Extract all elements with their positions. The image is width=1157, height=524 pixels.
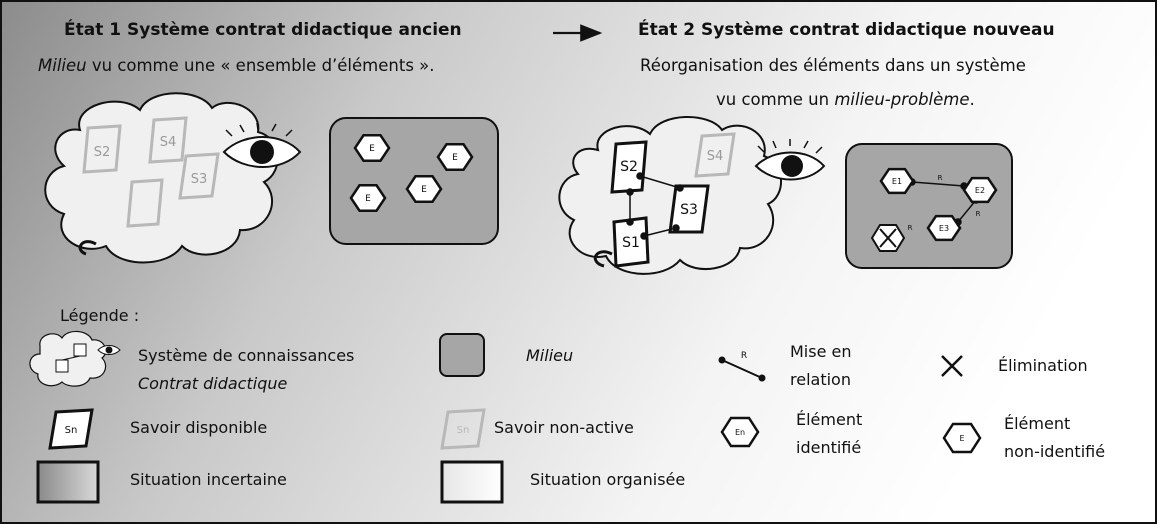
- state1-savoir-s3: [178, 152, 220, 200]
- state2-element-e3-label: E3: [939, 224, 949, 233]
- legend-element-identifie-line1: Élément: [796, 410, 863, 429]
- legend-savoir-non-active: Savoir non-active: [494, 418, 634, 437]
- legend-e-label: E: [959, 434, 964, 443]
- state2-savoir-s4: [694, 132, 736, 178]
- state2-relation-label-3: R: [908, 224, 913, 232]
- state2-line3: vu comme un milieu-problème.: [716, 90, 975, 109]
- legend-milieu-icon: [439, 333, 485, 377]
- legend-situation-organisee: Situation organisée: [530, 470, 686, 489]
- state1-subtitle-rest: vu comme une « ensemble d’éléments ».: [86, 56, 435, 75]
- legend-connaissances: Système de connaissances: [138, 346, 355, 365]
- state1-element-2: E: [436, 143, 474, 171]
- legend-element-non-identifie-line1: Élément: [1004, 414, 1071, 433]
- legend-situation-organisee-icon: [440, 460, 504, 504]
- legend-relation: relation: [790, 370, 851, 389]
- state2-milieu-box: [845, 143, 1013, 269]
- state2-title: État 2 Système contrat didactique nouvea…: [638, 20, 1055, 40]
- legend-contrat: Contrat didactique: [138, 374, 288, 393]
- legend-r-label: R: [741, 351, 747, 361]
- state2-element-e1-label: E1: [892, 177, 902, 186]
- state2-eliminated-element: [870, 224, 906, 252]
- state1-savoir-s2: [82, 124, 122, 174]
- legend-elimination: Élimination: [998, 356, 1088, 375]
- state1-element-3: E: [349, 184, 387, 212]
- state2-s4-label: S4: [707, 149, 724, 164]
- state1-savoir-faded: [126, 178, 164, 228]
- state2-savoir-s3: [668, 184, 710, 234]
- legend-savoir-non-active-icon: [440, 408, 486, 450]
- state1-element-1-label: E: [369, 144, 375, 154]
- state2-savoir-s1: [612, 216, 650, 268]
- state1-elements: E E E E: [349, 134, 474, 212]
- state1-element-4-label: E: [421, 185, 427, 195]
- state1-knowledge-cloud: [44, 92, 279, 264]
- state1-element-4: E: [405, 175, 443, 203]
- legend-milieu: Milieu: [526, 346, 574, 365]
- state2-element-e2: E2: [962, 176, 998, 204]
- state1-s2-label: S2: [94, 145, 111, 160]
- state2-savoir-s2: [610, 140, 648, 194]
- state2-line3-italic: milieu-problème: [834, 90, 970, 109]
- state2-element-e1: E1: [879, 167, 915, 195]
- legend-element-non-identifie-icon: [942, 422, 982, 454]
- legend-situation-incertaine: Situation incertaine: [130, 470, 287, 489]
- state2-line3-pre: vu comme un: [716, 90, 835, 109]
- state2-s3-label: S3: [680, 202, 698, 218]
- state2-line2: Réorganisation des éléments dans un syst…: [640, 56, 1026, 75]
- legend-element-identifie-icon: [720, 416, 760, 448]
- state1-s4-label: S4: [160, 135, 177, 150]
- legend-savoir-disponible-icon: [48, 408, 94, 450]
- legend-situation-incertaine-icon: [36, 460, 100, 504]
- state1-element-3-label: E: [365, 194, 371, 204]
- legend-sn-faded-label: Sn: [457, 425, 470, 436]
- legend-savoir-disponible: Savoir disponible: [130, 418, 268, 437]
- legend-knowledge-system-icon: [29, 330, 121, 387]
- state2-relation-label-2: R: [976, 210, 981, 218]
- legend-heading: Légende :: [60, 306, 140, 325]
- legend-element-non-identifie-line2: non-identifié: [1004, 442, 1106, 461]
- state1-s3-label: S3: [191, 172, 208, 187]
- state2-line3-post: .: [969, 90, 975, 109]
- state1-title: État 1 Système contrat didactique ancien: [64, 20, 462, 40]
- state2-s1-label: S1: [622, 235, 640, 251]
- state2-eye-icon: [754, 139, 826, 181]
- state2-s2-label: S2: [620, 159, 638, 175]
- state2-element-e3: E3: [926, 214, 962, 242]
- state1-eye-icon: [222, 122, 302, 168]
- state2-relation-label-1: R: [938, 174, 943, 182]
- state1-element-1: E: [353, 134, 391, 162]
- legend-elimination-icon: [941, 355, 963, 377]
- legend-mise-en: Mise en: [790, 342, 852, 361]
- legend-relation-icon: [718, 356, 766, 382]
- legend-sn-label: Sn: [65, 425, 78, 436]
- legend-en-label: En: [735, 428, 745, 437]
- legend-element-identifie-line2: identifié: [796, 438, 862, 457]
- state1-savoir-s4: [148, 116, 188, 164]
- state1-element-2-label: E: [452, 153, 458, 163]
- state1-subtitle: Milieu vu comme une « ensemble d’élément…: [38, 56, 435, 75]
- state2-element-e2-label: E2: [975, 186, 985, 195]
- state1-subtitle-milieu: Milieu: [38, 56, 87, 75]
- state2-relations: [626, 172, 684, 240]
